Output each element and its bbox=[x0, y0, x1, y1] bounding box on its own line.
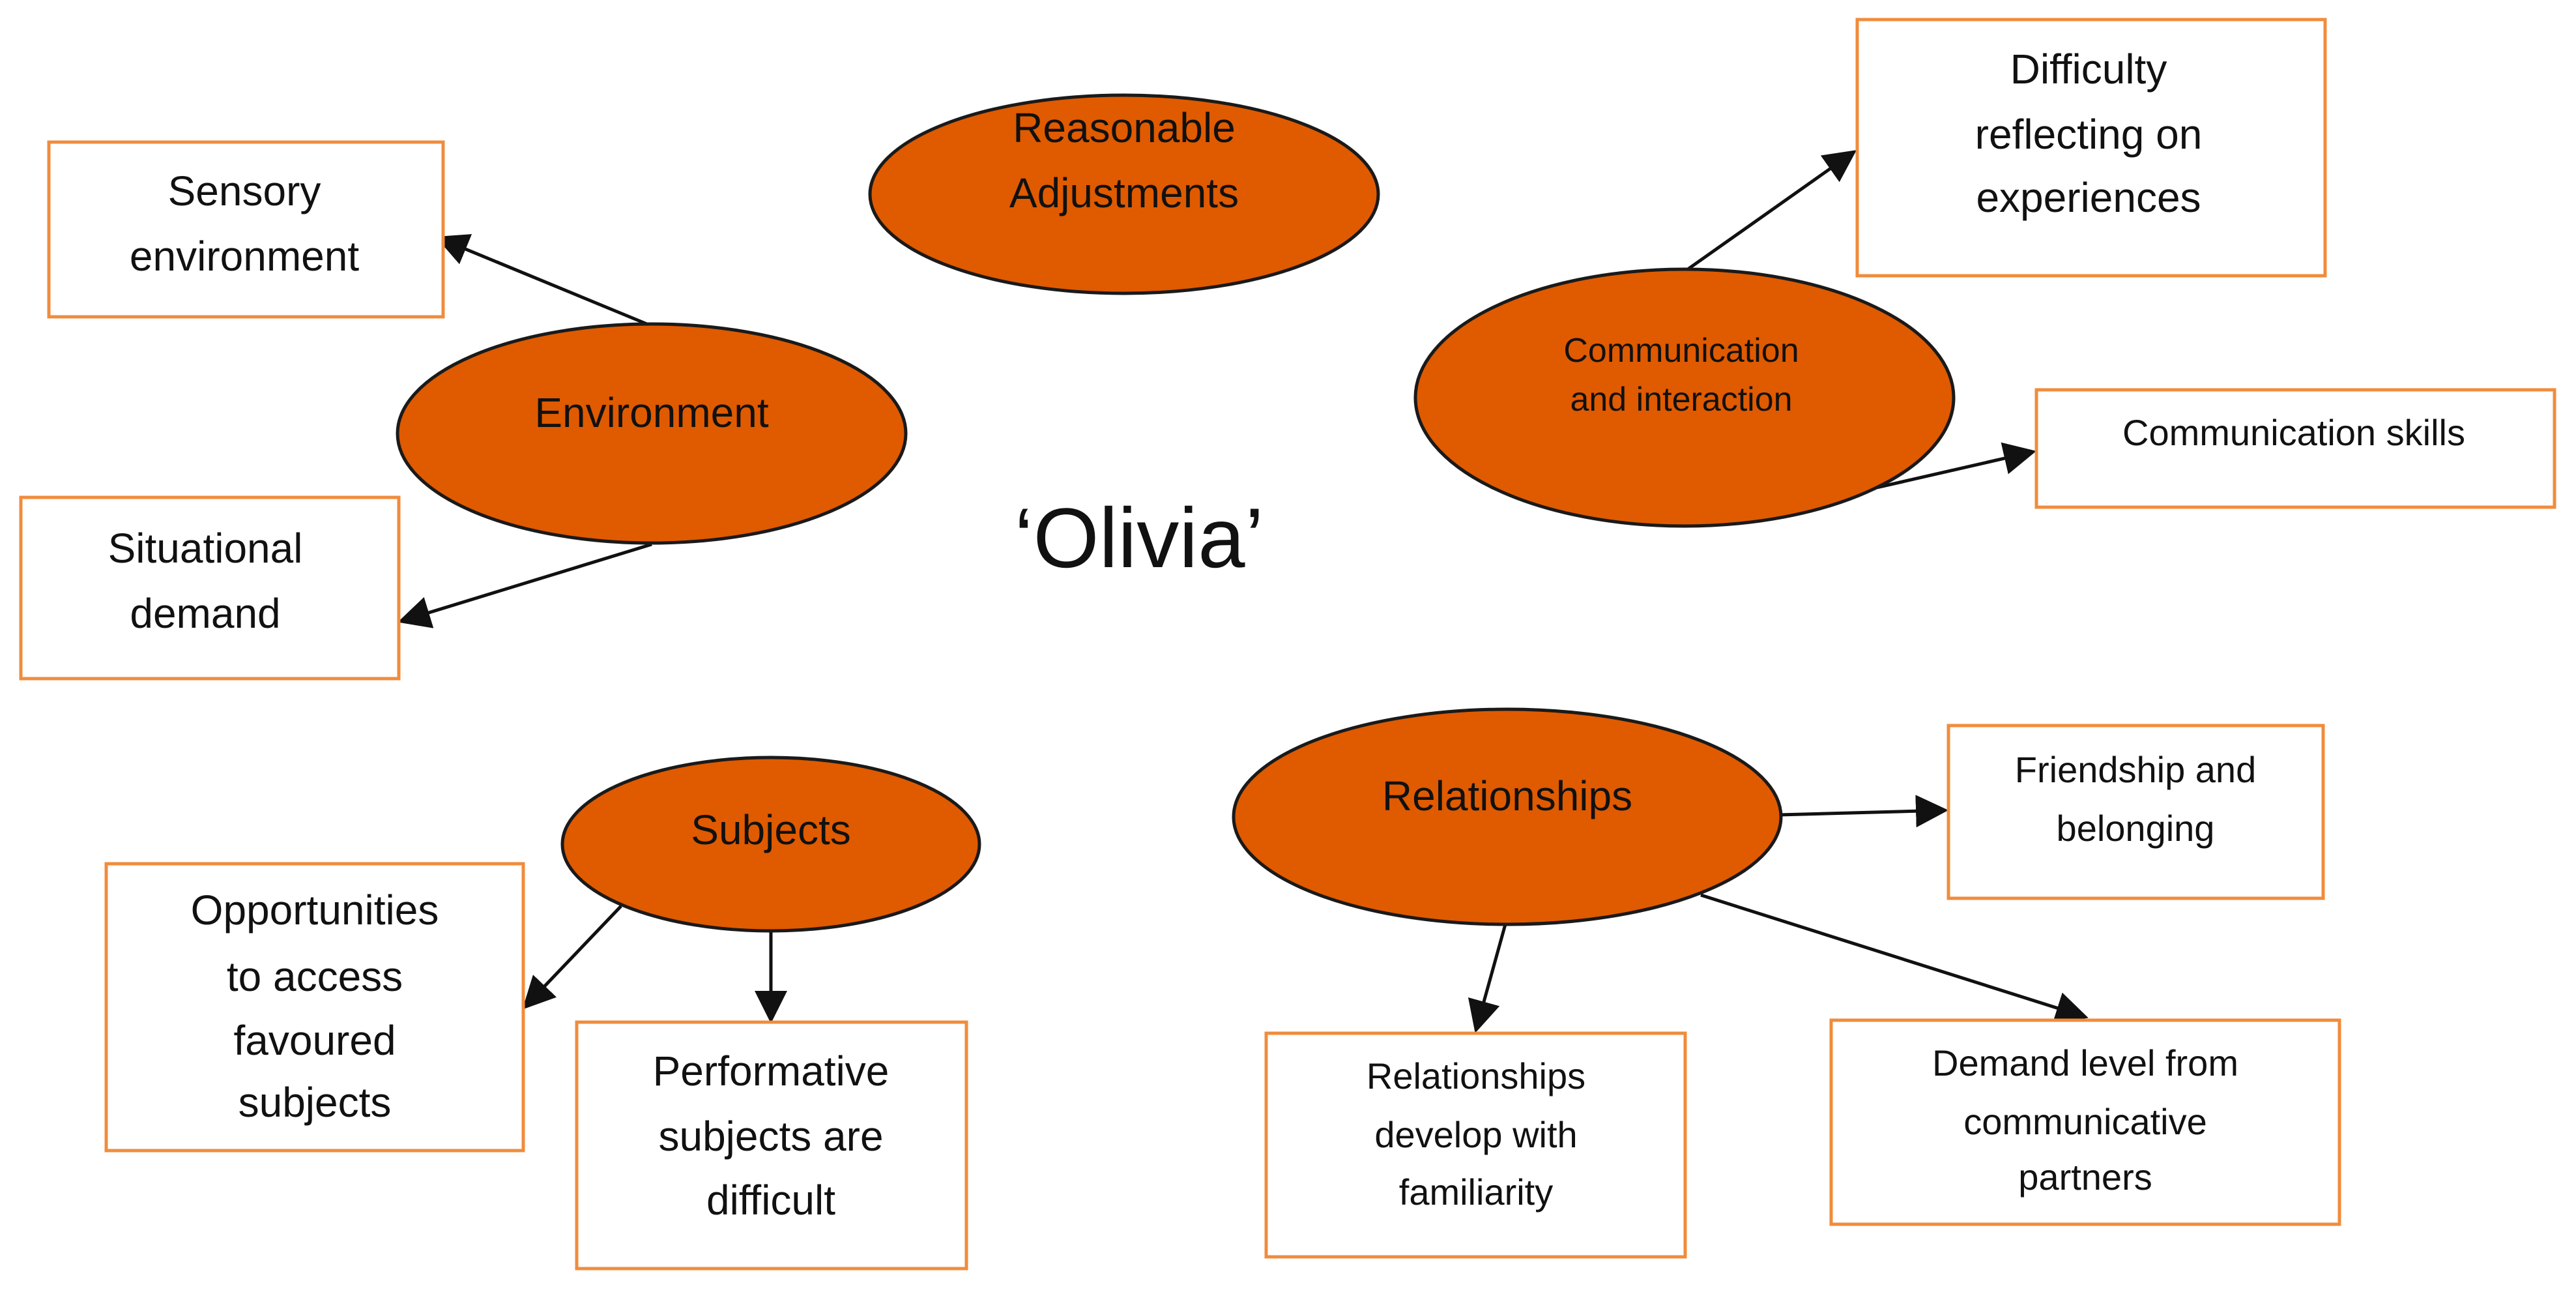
box-shape bbox=[2034, 388, 2556, 509]
label-line: to access bbox=[227, 953, 403, 1000]
label-line: develop with bbox=[1374, 1114, 1577, 1155]
ellipse-shape bbox=[1232, 707, 1783, 926]
label-line: partners bbox=[2018, 1156, 2152, 1198]
box-communication-skills: Communication skills bbox=[2034, 388, 2556, 509]
label-line: Relationships bbox=[1367, 1055, 1585, 1096]
label-line: communicative bbox=[1963, 1101, 2207, 1142]
node-subjects: Subjects bbox=[560, 756, 981, 933]
label-line: Reasonable bbox=[1013, 104, 1236, 151]
label-line: Opportunities bbox=[191, 887, 439, 934]
label-line: Communication bbox=[1563, 332, 1799, 370]
label-line: Demand level from bbox=[1932, 1042, 2238, 1083]
box-shape bbox=[19, 495, 401, 681]
label-line: environment bbox=[130, 233, 359, 280]
label-line: Subjects bbox=[691, 806, 850, 853]
label-line: Relationships bbox=[1382, 772, 1632, 819]
box-difficulty-reflecting: Difficulty reflecting on experiences bbox=[1855, 18, 2327, 278]
page-title: ‘Olivia’ bbox=[1015, 490, 1264, 585]
label-line: and interaction bbox=[1570, 381, 1792, 419]
label-line: Communication skills bbox=[2122, 412, 2465, 453]
label-line: Friendship and bbox=[2015, 749, 2256, 790]
box-opportunities: Opportunities to access favoured subject… bbox=[104, 862, 525, 1153]
node-relationships: Relationships bbox=[1232, 707, 1783, 926]
edge-communication-skills bbox=[1876, 442, 2036, 490]
edge-relationships-demand bbox=[1700, 893, 2089, 1024]
node-reasonable-adjustments: Reasonable Adjustments bbox=[868, 93, 1380, 295]
box-shape bbox=[1829, 1018, 2341, 1226]
label-line: Situational bbox=[108, 525, 303, 572]
box-shape bbox=[1855, 18, 2327, 278]
box-performative: Performative subjects are difficult bbox=[575, 1020, 968, 1271]
ellipse-shape bbox=[1413, 267, 1956, 528]
ellipse-shape bbox=[396, 322, 908, 545]
label-line: experiences bbox=[1976, 174, 2201, 221]
label-line: reflecting on bbox=[1975, 111, 2203, 158]
label-line: favoured bbox=[233, 1017, 396, 1064]
node-environment: Environment bbox=[396, 322, 908, 545]
label-line: Difficulty bbox=[2010, 46, 2167, 93]
label-line: familiarity bbox=[1399, 1171, 1553, 1213]
box-shape bbox=[47, 140, 445, 319]
edge-environment-situational bbox=[398, 542, 652, 628]
box-shape bbox=[104, 862, 525, 1153]
edge-communication-difficulty bbox=[1686, 150, 1857, 271]
edge-relationships-friendship bbox=[1778, 795, 1948, 828]
box-relationships-develop: Relationships develop with familiarity bbox=[1264, 1031, 1687, 1259]
box-sensory-environment: Sensory environment bbox=[47, 140, 445, 319]
node-communication: Communication and interaction bbox=[1413, 267, 1956, 528]
label-line: belonging bbox=[2057, 808, 2215, 849]
label-line: difficult bbox=[706, 1177, 835, 1224]
label-line: Sensory bbox=[168, 168, 321, 214]
box-shape bbox=[1264, 1031, 1687, 1259]
label-line: demand bbox=[130, 590, 280, 637]
box-friendship: Friendship and belonging bbox=[1946, 724, 2325, 900]
box-demand-level: Demand level from communicative partners bbox=[1829, 1018, 2341, 1226]
edge-environment-sensory bbox=[435, 234, 652, 328]
box-shape bbox=[1946, 724, 2325, 900]
ellipse-shape bbox=[868, 93, 1380, 295]
label-line: Environment bbox=[534, 389, 769, 436]
box-situational-demand: Situational demand bbox=[19, 495, 401, 681]
label-line: subjects bbox=[239, 1079, 392, 1126]
box-shape bbox=[575, 1020, 968, 1271]
edge-subjects-opportunities bbox=[522, 905, 622, 1010]
label-line: subjects are bbox=[658, 1113, 883, 1160]
label-line: Adjustments bbox=[1009, 169, 1239, 216]
ellipse-shape bbox=[560, 756, 981, 933]
edge-relationships-develop bbox=[1468, 924, 1507, 1033]
label-line: Performative bbox=[653, 1048, 890, 1095]
edges bbox=[398, 150, 2089, 1033]
